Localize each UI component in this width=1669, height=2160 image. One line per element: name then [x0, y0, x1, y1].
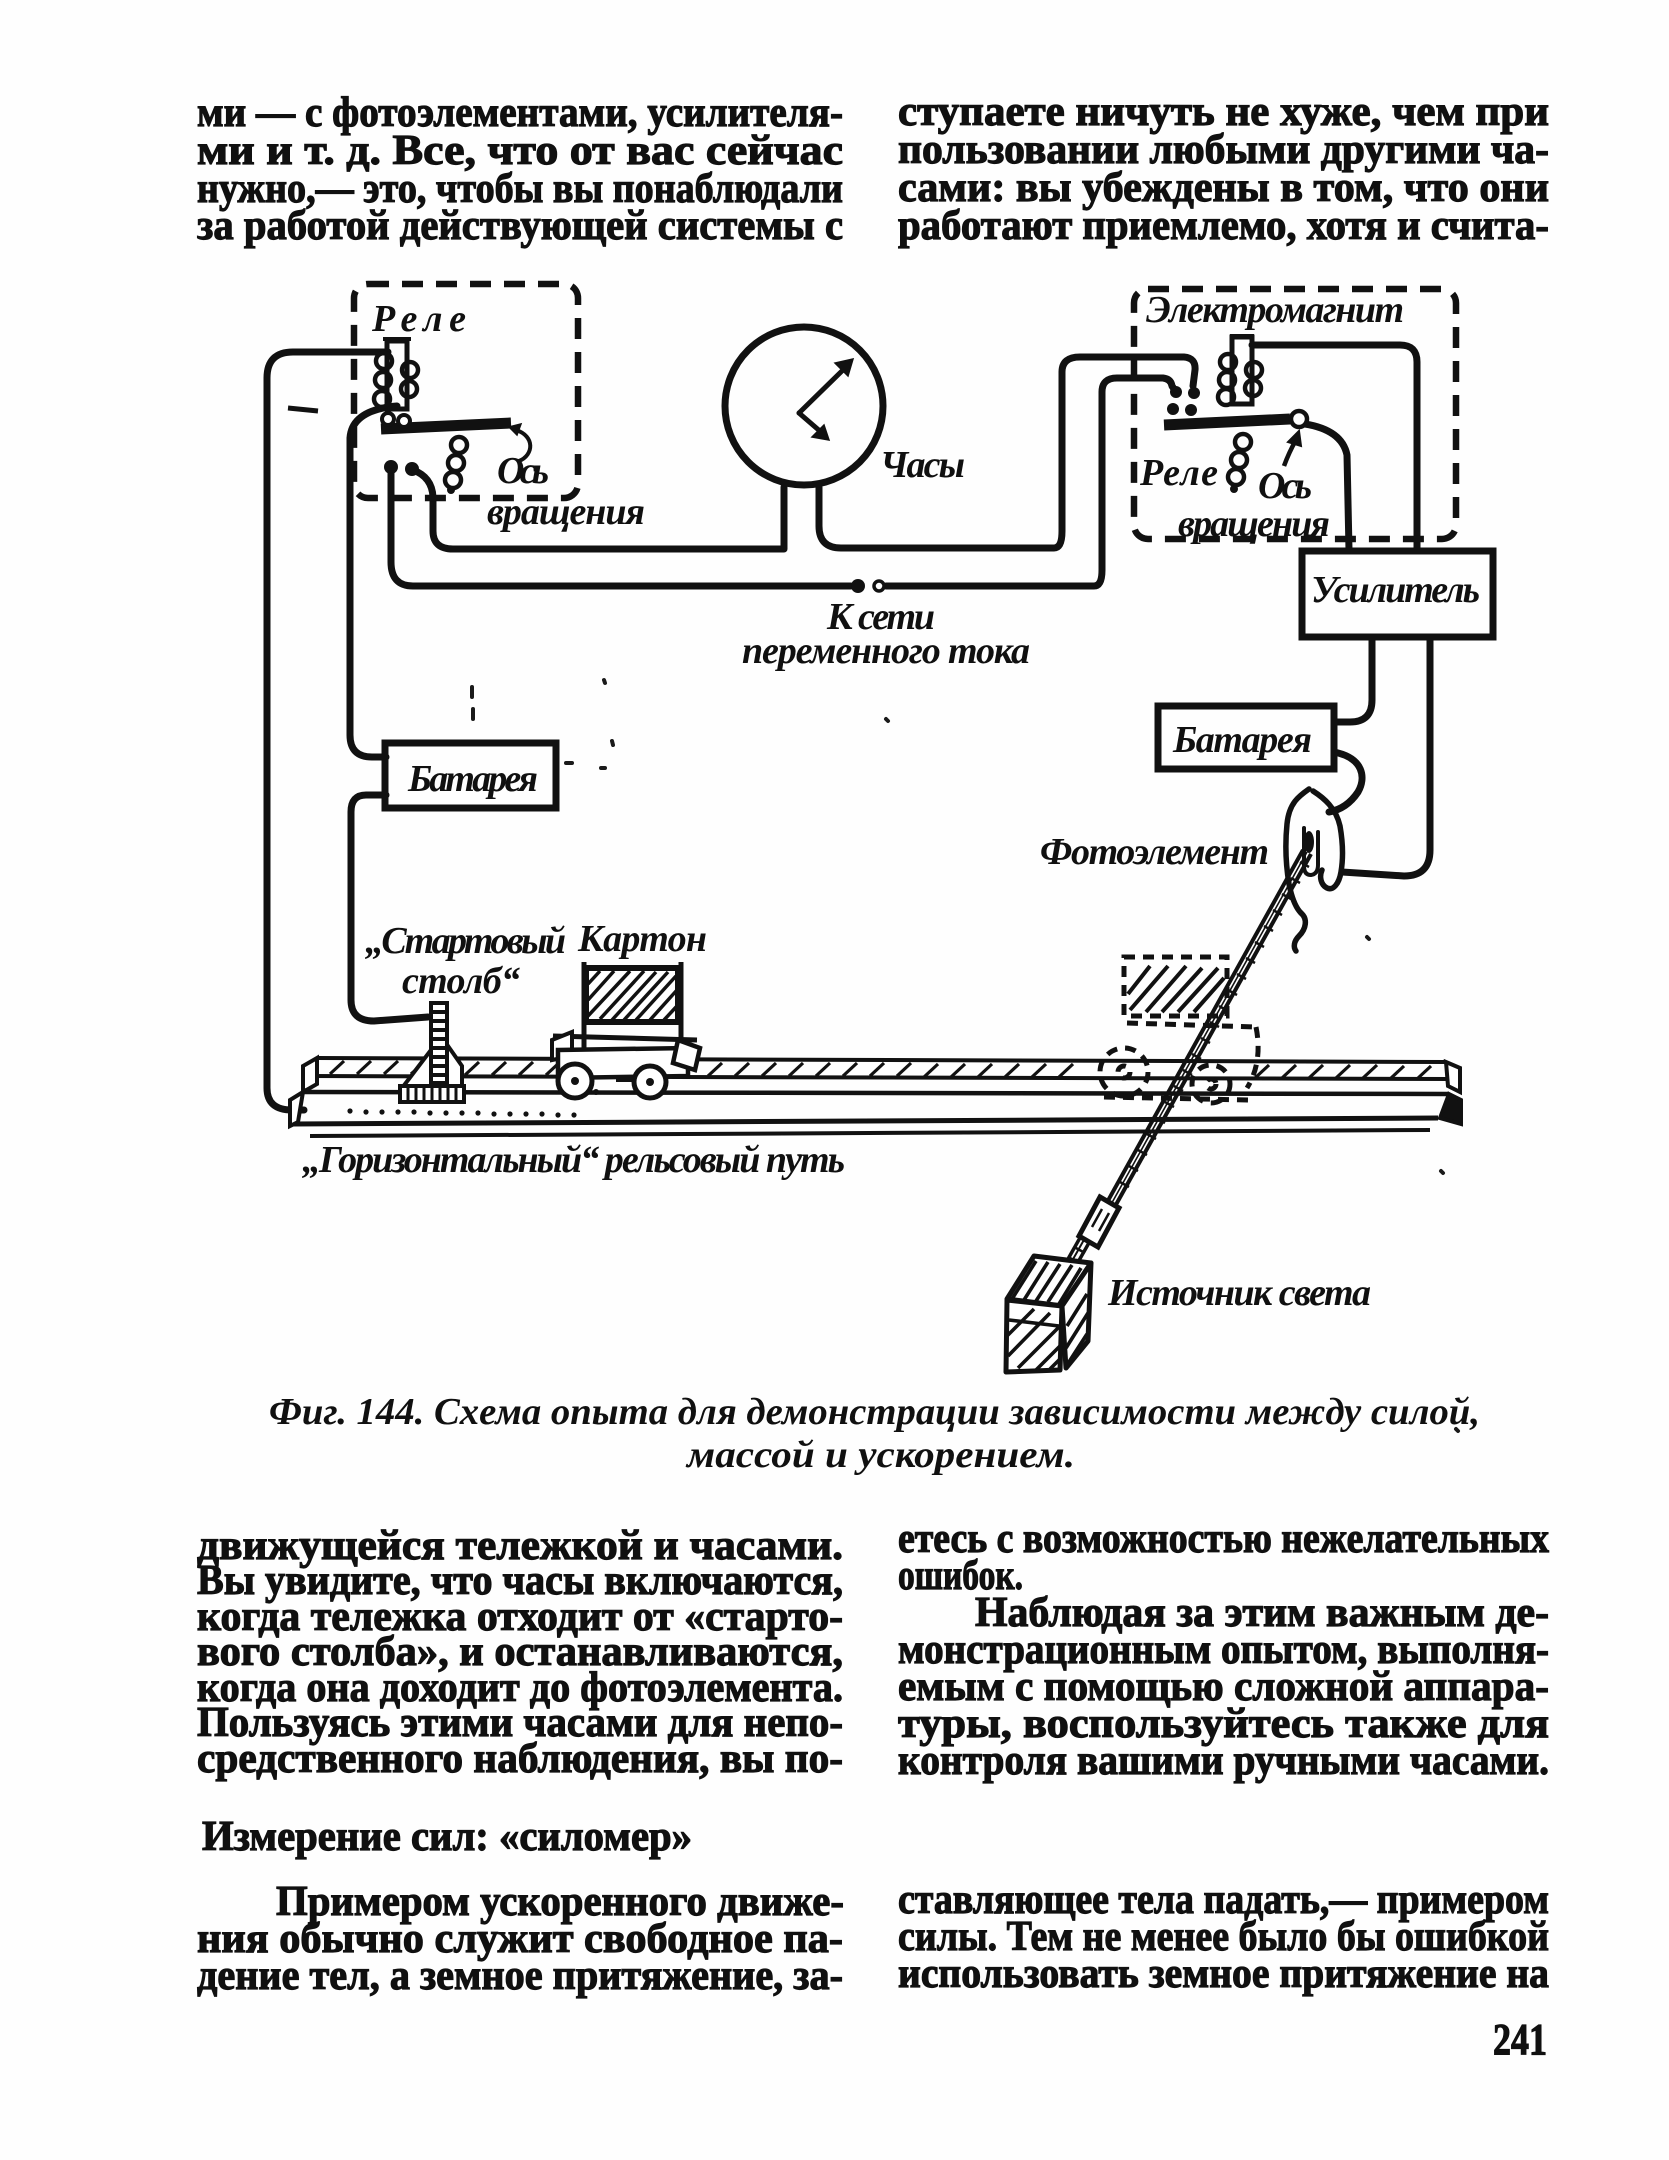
svg-text:дение тел, а земное притяжение: дение тел, а земное притяжение, за-: [197, 1953, 843, 1999]
svg-text:Примером ускоренного движе-: Примером ускоренного движе-: [276, 1879, 844, 1925]
svg-text:использовать земное притяжение: использовать земное притяжение на: [898, 1951, 1549, 1997]
svg-text:вращения: вращения: [487, 491, 645, 533]
svg-text:вого столба», и останавливаютс: вого столба», и останавливаются,: [197, 1629, 843, 1675]
svg-text:пользовании любыми другими ча-: пользовании любыми другими ча-: [898, 127, 1549, 173]
svg-text:ми — с фотоэлементами, усилите: ми — с фотоэлементами, усилителя-: [197, 90, 843, 136]
svg-text:ния обычно служит свободное па: ния обычно служит свободное па-: [197, 1916, 843, 1962]
svg-text:ставляющее тела падать,— приме: ставляющее тела падать,— примером: [898, 1877, 1549, 1923]
svg-text:переменного тока: переменного тока: [742, 630, 1030, 672]
svg-text:Ось: Ось: [1258, 465, 1312, 507]
svg-text:Электромагнит: Электромагнит: [1146, 289, 1404, 331]
svg-text:столб“: столб“: [402, 960, 520, 1002]
svg-text:Часы: Часы: [880, 444, 965, 486]
svg-text:Фиг. 144. Схема опыта для демо: Фиг. 144. Схема опыта для демонстрации з…: [269, 1391, 1480, 1433]
svg-text:Измерение сил: «силомер»: Измерение сил: «силомер»: [202, 1814, 692, 1860]
svg-text:Реле: Реле: [1139, 452, 1218, 494]
svg-text:етесь с возможностью нежелател: етесь с возможностью нежелательных: [898, 1516, 1549, 1562]
svg-text:массой и ускорением.: массой и ускорением.: [685, 1434, 1075, 1476]
svg-text:за работой действующей системы: за работой действующей системы с: [197, 203, 843, 249]
svg-text:Картон: Картон: [577, 918, 707, 960]
svg-text:Реле: Реле: [371, 298, 466, 340]
svg-text:„Стартовый: „Стартовый: [365, 920, 566, 962]
svg-text:ми и т. д. Все, что от вас сей: ми и т. д. Все, что от вас сейчас: [197, 128, 843, 174]
svg-text:работают приемлемо, хотя и счи: работают приемлемо, хотя и счита-: [898, 203, 1549, 249]
svg-text:Вы увидите, что часы включаютс: Вы увидите, что часы включаются,: [197, 1558, 843, 1604]
svg-text:ступаете ничуть не хуже, чем п: ступаете ничуть не хуже, чем при: [898, 89, 1549, 135]
svg-text:Пользуясь этими часами для неп: Пользуясь этими часами для непо-: [197, 1700, 843, 1746]
svg-text:Ось: Ось: [497, 450, 549, 492]
svg-text:силы. Тем не менее было бы оши: силы. Тем не менее было бы ошибкой: [898, 1914, 1549, 1960]
svg-text:когда тележка отходит от «стар: когда тележка отходит от «старто-: [197, 1594, 843, 1640]
svg-text:Батарея: Батарея: [1172, 719, 1312, 761]
svg-text:ошибок.: ошибок.: [898, 1553, 1023, 1599]
svg-text:Фотоэлемент: Фотоэлемент: [1040, 831, 1269, 873]
svg-text:средственного наблюдения, вы п: средственного наблюдения, вы по-: [197, 1736, 843, 1782]
svg-text:нужно,— это, чтобы вы понаблюд: нужно,— это, чтобы вы понаблюдали: [197, 166, 843, 212]
svg-text:Батарея: Батарея: [407, 758, 538, 800]
svg-text:„Горизонтальный“ рельсовый пут: „Горизонтальный“ рельсовый путь: [302, 1139, 845, 1181]
svg-text:емым с помощью сложной аппара-: емым с помощью сложной аппара-: [898, 1664, 1549, 1710]
svg-text:монстрационным опытом, выполня: монстрационным опытом, выполня-: [898, 1627, 1549, 1673]
svg-text:туры, воспользуйтесь также для: туры, воспользуйтесь также для: [898, 1701, 1549, 1747]
svg-text:контроля вашими ручными часами: контроля вашими ручными часами.: [898, 1738, 1549, 1784]
svg-text:вращения: вращения: [1178, 503, 1330, 545]
svg-text:движущейся тележкой и часами.: движущейся тележкой и часами.: [197, 1523, 843, 1569]
svg-text:Наблюдая за этим важным де-: Наблюдая за этим важным де-: [975, 1590, 1549, 1636]
svg-text:когда она доходит до фотоэлеме: когда она доходит до фотоэлемента.: [197, 1665, 843, 1711]
svg-text:Усилитель: Усилитель: [1311, 569, 1480, 611]
svg-text:241: 241: [1493, 2015, 1547, 2064]
svg-text:сами: вы убеждены в том, что о: сами: вы убеждены в том, что они: [898, 165, 1549, 211]
svg-text:Источник света: Источник света: [1107, 1272, 1371, 1314]
svg-text:К сети: К сети: [826, 596, 935, 638]
